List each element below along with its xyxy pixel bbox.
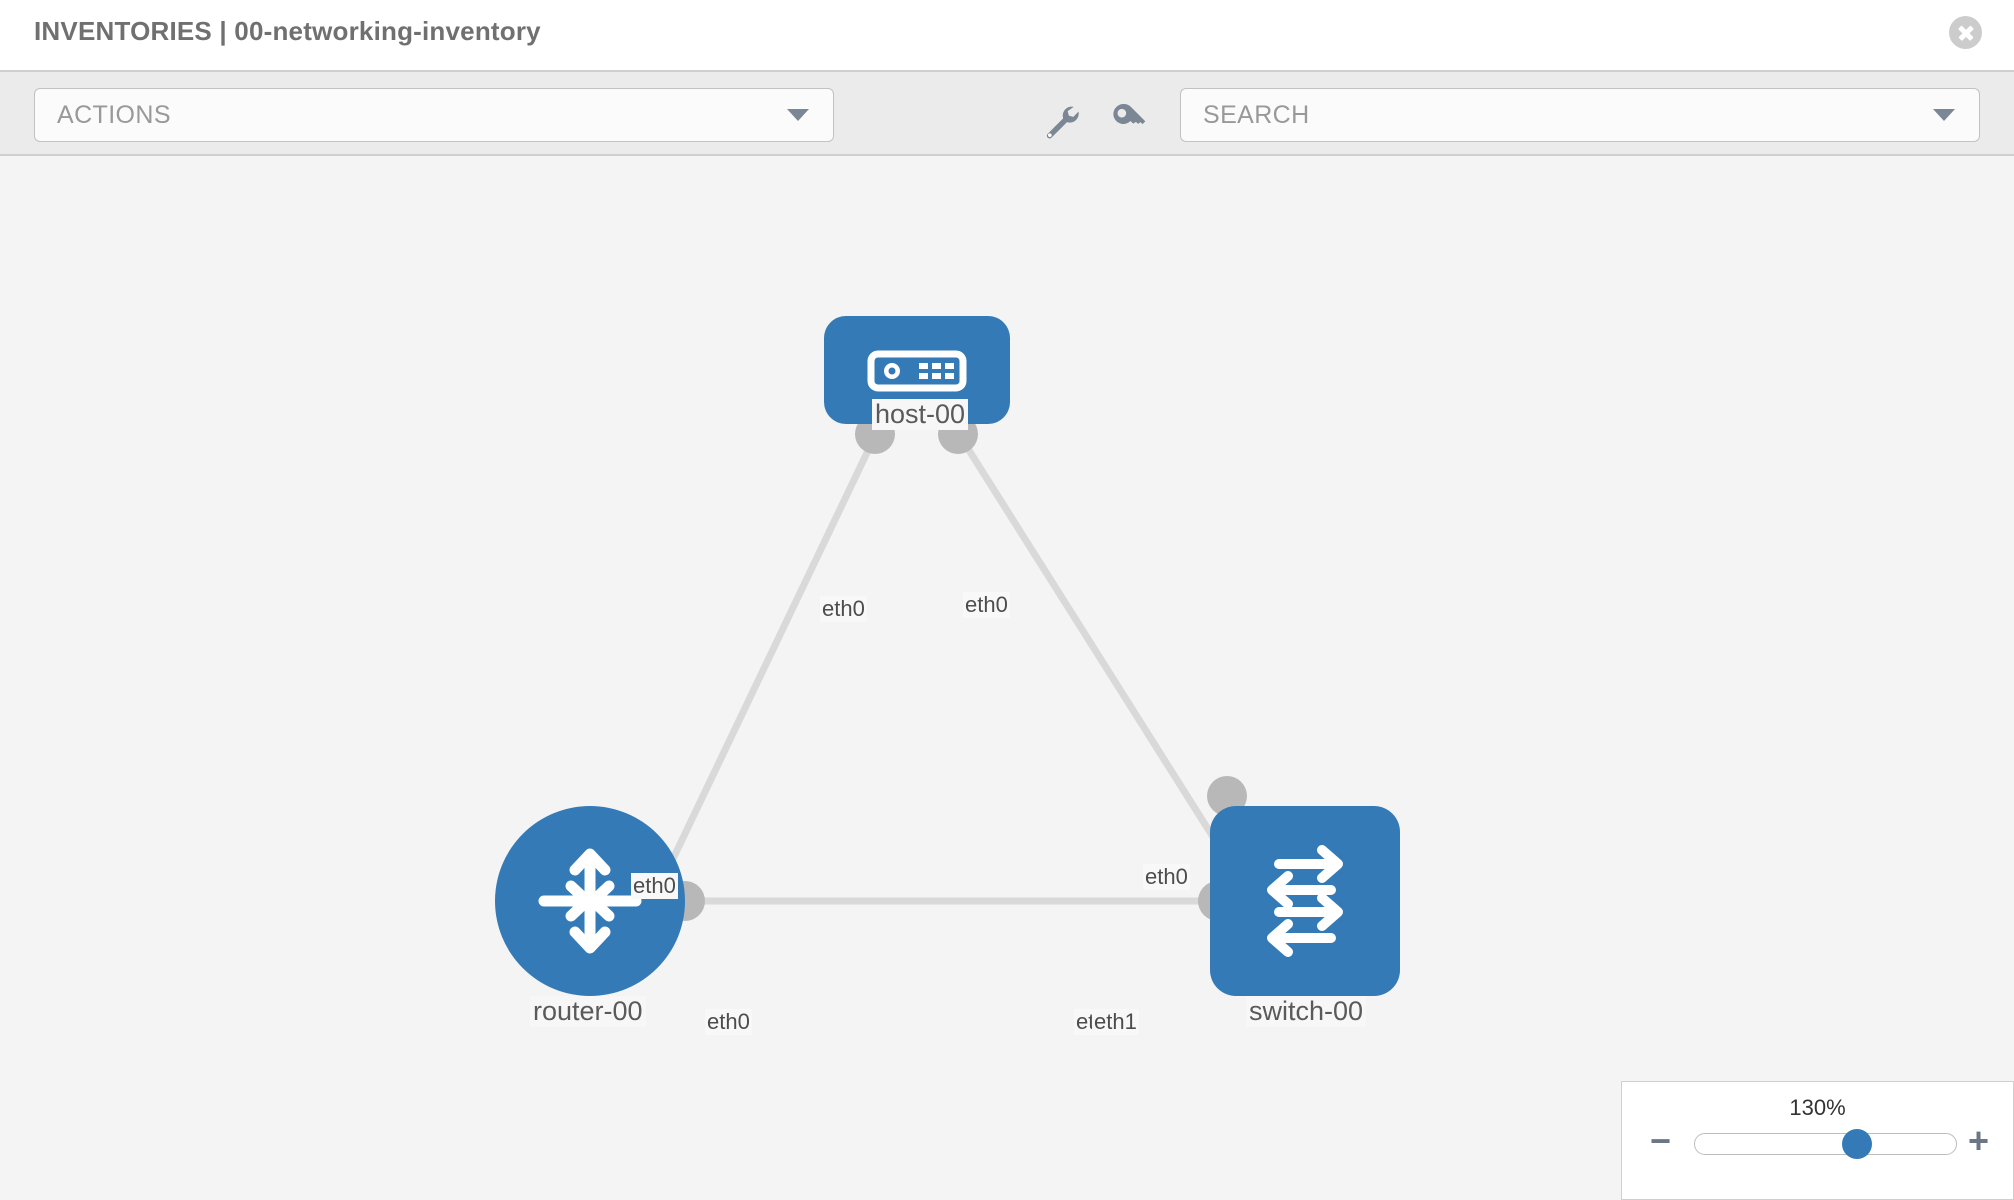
chevron-down-icon [787, 109, 809, 121]
iface-label: eth0 [705, 1009, 752, 1035]
topology-links [656, 434, 1228, 905]
zoom-in-button[interactable]: + [1967, 1120, 1989, 1161]
iface-label: eth0 [963, 592, 1010, 618]
router-icon [538, 848, 642, 954]
zoom-out-button[interactable]: − [1650, 1120, 1672, 1161]
toolbar: ACTIONS SEARCH [0, 70, 2014, 156]
topology-node-label-switch-00: switch-00 [1246, 996, 1367, 1027]
iface-label: eth0 [820, 596, 867, 622]
zoom-slider[interactable] [1694, 1129, 1957, 1159]
actions-dropdown[interactable]: ACTIONS [34, 88, 834, 142]
iface-label: eth0 [1143, 864, 1190, 890]
page-header: INVENTORIES | 00-networking-inventory [0, 0, 2014, 70]
topology-node-label-host-00: host-00 [872, 399, 969, 430]
page-title: INVENTORIES | 00-networking-inventory [34, 16, 541, 46]
search-dropdown[interactable]: SEARCH [1180, 88, 1980, 142]
actions-dropdown-label: ACTIONS [57, 100, 171, 129]
topology-canvas[interactable]: host-00 router-00 switch-00 eth0 eth0 et… [0, 156, 2014, 1200]
switch-icon [1267, 845, 1343, 957]
topology-node-router-00[interactable] [495, 806, 685, 996]
topology-node-label-router-00: router-00 [530, 996, 646, 1027]
chevron-down-icon [1933, 109, 1955, 121]
key-icon[interactable] [1108, 100, 1148, 140]
topology-node-switch-00[interactable] [1210, 806, 1400, 996]
zoom-control-panel: 130% − + [1621, 1081, 2014, 1200]
iface-label: eth0 [631, 873, 678, 899]
zoom-level-value: 130% [1789, 1095, 1846, 1120]
iface-label: eth1 [1092, 1009, 1139, 1035]
wrench-icon[interactable] [1040, 100, 1080, 140]
close-icon[interactable] [1949, 16, 1982, 49]
search-input-placeholder: SEARCH [1203, 100, 1310, 129]
server-icon [867, 350, 967, 392]
zoom-slider-thumb[interactable] [1841, 1129, 1872, 1159]
